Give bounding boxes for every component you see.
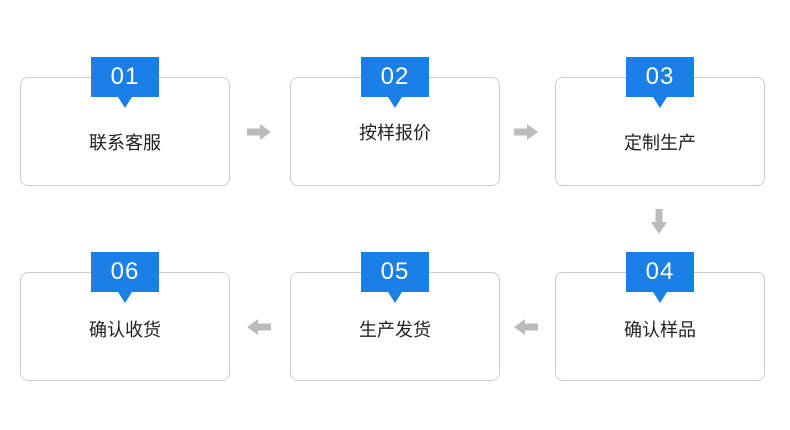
step-number-badge: 06 bbox=[91, 252, 159, 303]
step-number-badge: 02 bbox=[361, 57, 429, 108]
step-label: 按样报价 bbox=[359, 123, 431, 143]
step-label: 确认样品 bbox=[624, 320, 696, 340]
step-label: 联系客服 bbox=[89, 133, 161, 153]
arrow-left-icon bbox=[514, 319, 538, 335]
step-label: 生产发货 bbox=[359, 320, 431, 340]
step-number-badge: 05 bbox=[361, 252, 429, 303]
step-number-badge: 01 bbox=[91, 57, 159, 108]
step-3: 03 定制生产 bbox=[555, 57, 765, 186]
step-label: 定制生产 bbox=[624, 133, 696, 153]
step-6: 06 确认收货 bbox=[20, 252, 230, 381]
step-1: 01 联系客服 bbox=[20, 57, 230, 186]
arrow-left-icon bbox=[247, 319, 271, 335]
step-4: 04 确认样品 bbox=[555, 252, 765, 381]
arrow-down-icon bbox=[651, 209, 667, 234]
arrow-right-icon bbox=[247, 124, 271, 140]
step-5: 05 生产发货 bbox=[290, 252, 500, 381]
step-number-badge: 04 bbox=[626, 252, 694, 303]
arrow-right-icon bbox=[514, 124, 538, 140]
step-number-badge: 03 bbox=[626, 57, 694, 108]
step-label: 确认收货 bbox=[89, 320, 161, 340]
step-2: 02 按样报价 bbox=[290, 57, 500, 186]
